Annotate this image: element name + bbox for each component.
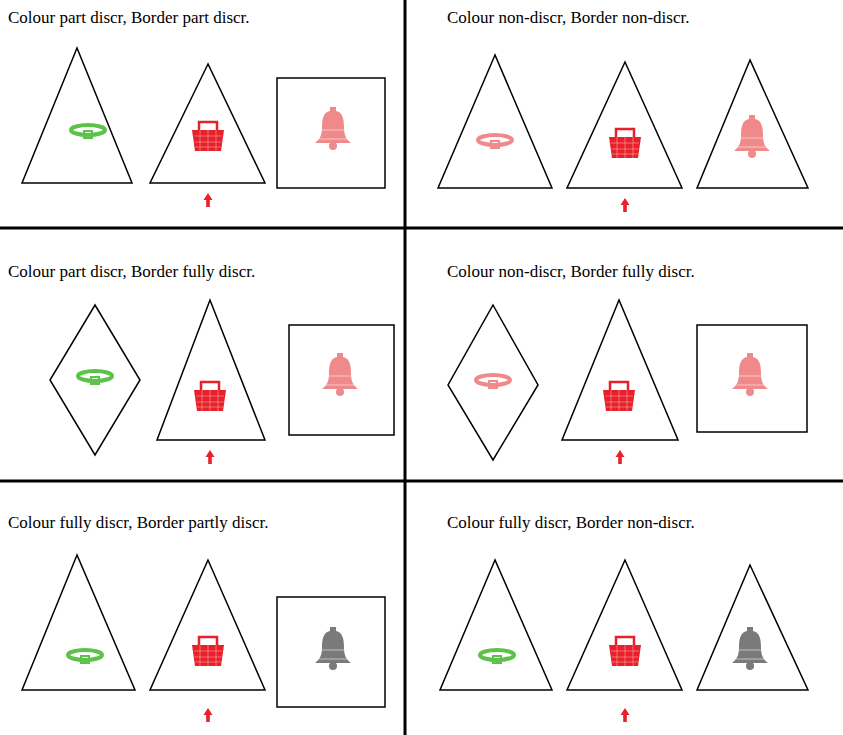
panel-title: Colour fully discr, Border partly discr. [8, 513, 268, 533]
panel-title: Colour non-discr, Border fully discr. [447, 262, 695, 282]
panel-title: Colour fully discr, Border non-discr. [447, 513, 695, 533]
panel-title: Colour part discr, Border fully discr. [8, 262, 255, 282]
panel-title: Colour part discr, Border part discr. [8, 8, 250, 28]
panel-title: Colour non-discr, Border non-discr. [447, 8, 689, 28]
